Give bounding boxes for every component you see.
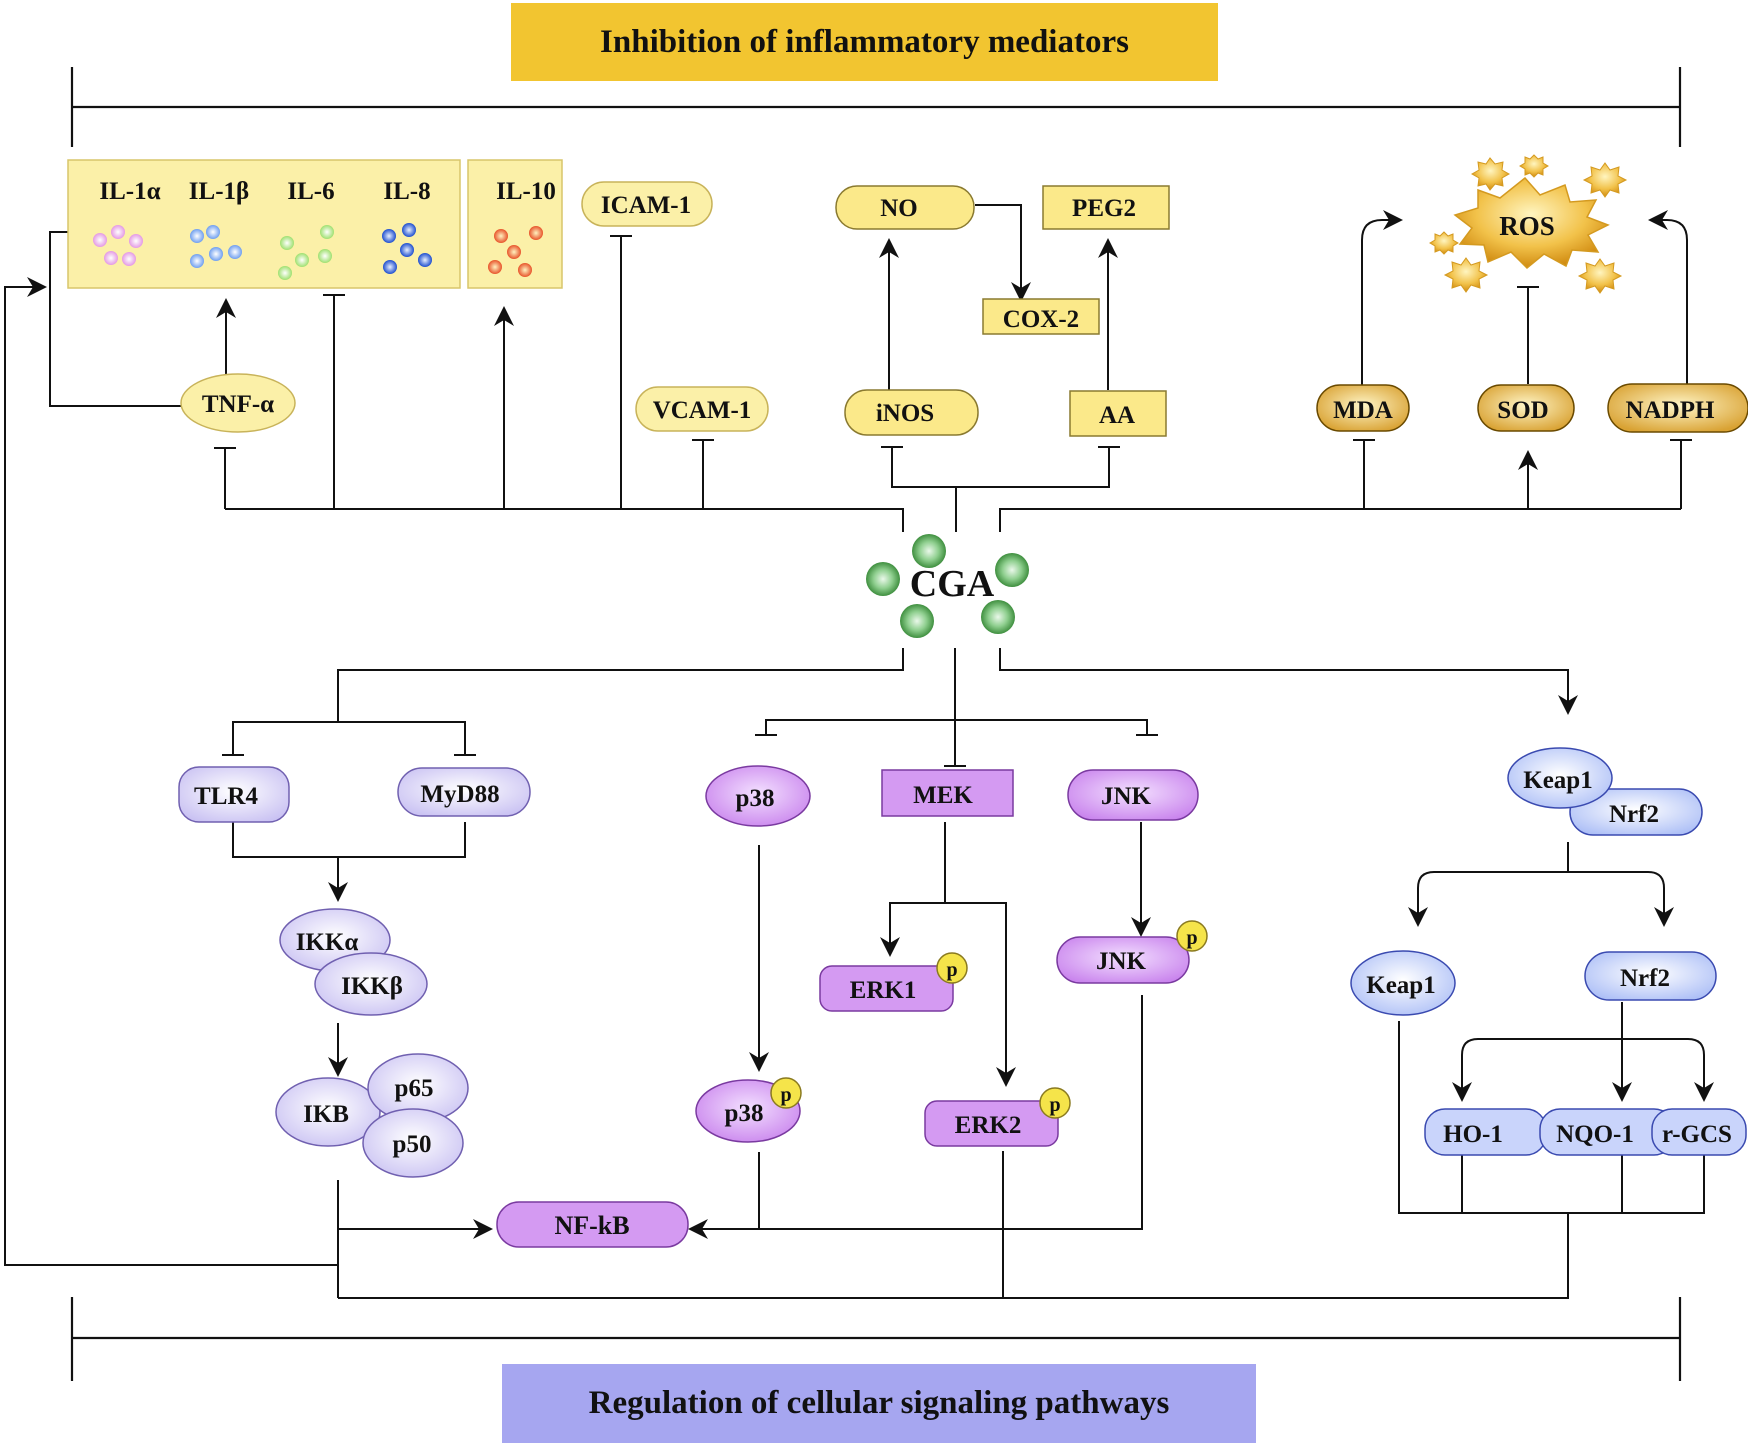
- cga-center: CGA: [866, 534, 1029, 638]
- ho-1-node: HO-1: [1424, 1108, 1547, 1156]
- phospho-label: p: [780, 1084, 791, 1106]
- tlr4-label: TLR4: [194, 783, 258, 810]
- nadph-node: NADPH: [1607, 383, 1748, 433]
- keap1-complex-label: Keap1: [1523, 767, 1592, 794]
- tnf-alpha-label: TNF-α: [202, 391, 274, 418]
- nrf2-label: Nrf2: [1620, 965, 1670, 992]
- ho-1-label: HO-1: [1443, 1121, 1503, 1148]
- mda-node: MDA: [1316, 384, 1410, 432]
- bracket-bottom: [70, 1297, 1682, 1381]
- cytokine-box-il1-il8: IL-1α IL-1β IL-6 IL-8: [67, 159, 461, 289]
- nqo-1-label: NQO-1: [1556, 1121, 1634, 1148]
- ikb-label: IKB: [303, 1101, 349, 1128]
- peg2-node: PEG2: [1042, 185, 1170, 230]
- myd88-node: MyD88: [397, 767, 531, 817]
- sod-label: SOD: [1497, 397, 1548, 424]
- nrf2-complex-label: Nrf2: [1609, 801, 1659, 828]
- mek-label: MEK: [913, 782, 973, 809]
- il-8-particles-icon: [382, 223, 432, 274]
- p65-label: p65: [395, 1075, 434, 1102]
- keap1-label: Keap1: [1366, 972, 1435, 999]
- myd88-label: MyD88: [420, 781, 499, 808]
- ikk-complex: IKKα IKKβ: [279, 908, 428, 1016]
- erk2-node: ERK2 p: [924, 1087, 1071, 1147]
- erk2-label: ERK2: [955, 1112, 1022, 1139]
- il-1b-particles-icon: [190, 225, 242, 268]
- bracket-top: [70, 67, 1682, 147]
- phospho-label: p: [946, 959, 957, 981]
- cox-2-node: COX-2: [982, 298, 1100, 335]
- icam-1-node: ICAM-1: [581, 181, 713, 227]
- vcam-1-node: VCAM-1: [635, 386, 769, 432]
- nf-kb-node: NF-kB: [496, 1201, 689, 1248]
- il-1a-particles-icon: [93, 225, 143, 266]
- mek-node: MEK: [881, 769, 1014, 817]
- erk1-node: ERK1 p: [819, 952, 968, 1012]
- il-10-label: IL-10: [496, 178, 556, 205]
- r-gcs-label: r-GCS: [1662, 1121, 1732, 1148]
- p38-phos-label: p38: [725, 1100, 764, 1127]
- inos-label: iNOS: [876, 400, 934, 427]
- phospho-badge-icon: [1176, 920, 1208, 952]
- peg2-label: PEG2: [1072, 195, 1136, 222]
- ikb-complex: IKB p65 p50: [275, 1053, 469, 1178]
- banner-signaling-regulation: Regulation of cellular signaling pathway…: [502, 1364, 1256, 1443]
- il-8-label: IL-8: [383, 178, 430, 205]
- r-gcs-node: r-GCS: [1651, 1108, 1747, 1156]
- aa-label: AA: [1099, 402, 1135, 429]
- jnk-phos-node: JNK p: [1056, 920, 1208, 984]
- connectors: [4, 204, 1714, 1299]
- cga-label: CGA: [910, 563, 995, 605]
- nadph-label: NADPH: [1626, 397, 1715, 424]
- p38-node: p38: [705, 765, 811, 827]
- ros-label: ROS: [1499, 211, 1555, 241]
- phospho-badge-icon: [1039, 1087, 1071, 1119]
- no-node: NO: [835, 185, 975, 230]
- phospho-badge-icon: [936, 952, 968, 984]
- keap1-node: Keap1: [1350, 950, 1456, 1016]
- ikb-node: [275, 1077, 381, 1147]
- il-10-particles-icon: [488, 226, 543, 277]
- erk1-label: ERK1: [850, 977, 917, 1004]
- icam-1-label: ICAM-1: [601, 192, 691, 219]
- il-6-particles-icon: [278, 225, 334, 280]
- ikk-beta-label: IKKβ: [341, 973, 403, 1000]
- mda-label: MDA: [1333, 397, 1393, 424]
- ikk-beta-node: [314, 952, 428, 1016]
- keap1-complex-node: [1507, 747, 1613, 809]
- p38-phos-node: p38 p: [695, 1077, 802, 1143]
- aa-node: AA: [1069, 390, 1167, 437]
- banner-inhibition-inflammatory: Inhibition of inflammatory mediators: [511, 3, 1218, 81]
- sod-node: SOD: [1477, 384, 1575, 432]
- nrf2-complex-node: [1569, 788, 1703, 836]
- p38-label: p38: [736, 785, 775, 812]
- nrf2-node: Nrf2: [1584, 951, 1717, 1001]
- il-1a-label: IL-1α: [99, 178, 160, 205]
- ros-burst-icon: ROS: [1429, 154, 1628, 294]
- il-1b-label: IL-1β: [189, 178, 249, 205]
- p50-label: p50: [393, 1131, 432, 1158]
- jnk-phos-label: JNK: [1096, 948, 1147, 975]
- il-6-label: IL-6: [287, 178, 334, 205]
- cytokine-box-il10: IL-10: [467, 159, 563, 289]
- cox-2-label: COX-2: [1003, 306, 1079, 333]
- phospho-badge-icon: [770, 1077, 802, 1109]
- phospho-label: p: [1049, 1094, 1060, 1116]
- phospho-label: p: [1186, 927, 1197, 949]
- p50-node: [362, 1108, 464, 1178]
- jnk-node: JNK: [1067, 769, 1199, 821]
- inos-node: iNOS: [844, 389, 979, 436]
- tnf-alpha-node: TNF-α: [180, 373, 296, 433]
- jnk-label: JNK: [1101, 783, 1152, 810]
- ikk-alpha-label: IKKα: [296, 929, 359, 956]
- tlr4-node: TLR4: [178, 766, 290, 823]
- keap1-nrf2-complex: Nrf2 Keap1: [1507, 747, 1703, 836]
- nf-kb-label: NF-kB: [554, 1211, 629, 1240]
- vcam-1-label: VCAM-1: [653, 397, 752, 424]
- cga-dots-icon: [866, 534, 1029, 638]
- no-label: NO: [880, 195, 918, 222]
